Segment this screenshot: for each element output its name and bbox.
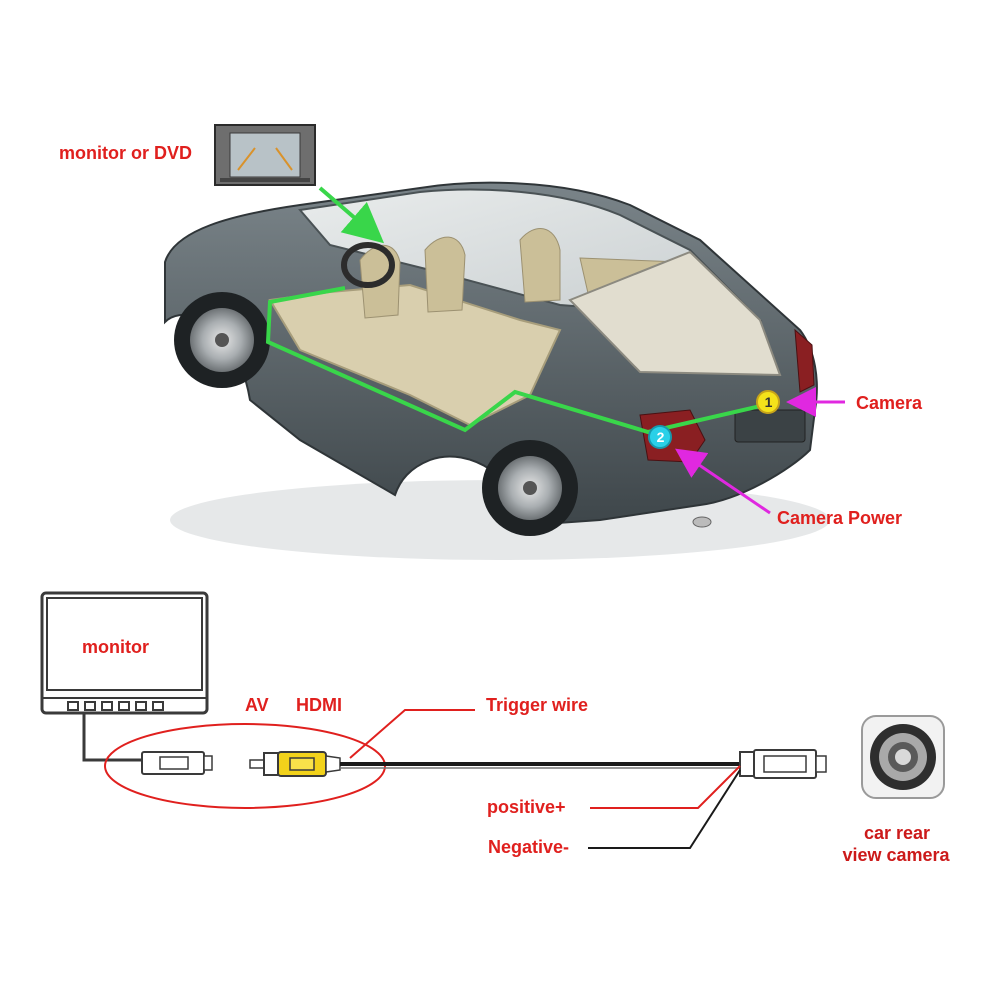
monitor-device [40, 591, 209, 715]
label-hdmi: HDMI [296, 695, 342, 715]
rca-connector [249, 751, 341, 777]
trigger-wire [349, 709, 475, 759]
marker-2-label: 2 [656, 429, 665, 445]
positive-wire [590, 765, 741, 809]
camera-power-pointer [675, 448, 771, 515]
label-positive: positive+ [487, 797, 566, 817]
label-monitor: monitor [82, 637, 149, 657]
car-illustration [164, 181, 830, 560]
head-unit-thumbnail [214, 124, 316, 186]
label-negative: Negative- [488, 837, 570, 857]
label-camera: Camera [856, 393, 923, 413]
front-wheel [174, 292, 270, 388]
av-female-connector [141, 751, 213, 775]
label-av: AV [245, 695, 269, 715]
label-car-rear: car rear [863, 823, 931, 843]
negative-wire [588, 769, 741, 849]
rear-camera-device [861, 715, 945, 799]
marker-1 [756, 390, 780, 414]
car-trunk [568, 250, 782, 377]
license-plate [734, 409, 806, 443]
green-wire-route [265, 186, 766, 435]
camera-side-connector [739, 749, 827, 779]
label-monitor-or-dvd: monitor or DVD [59, 143, 192, 163]
rear-wheel [482, 440, 578, 536]
label-trigger-wire: Trigger wire [486, 695, 589, 715]
label-camera-power: Camera Power [777, 508, 903, 528]
label-view-camera: view camera [842, 845, 950, 865]
marker-2 [648, 425, 672, 449]
marker-1-label: 1 [764, 394, 773, 410]
